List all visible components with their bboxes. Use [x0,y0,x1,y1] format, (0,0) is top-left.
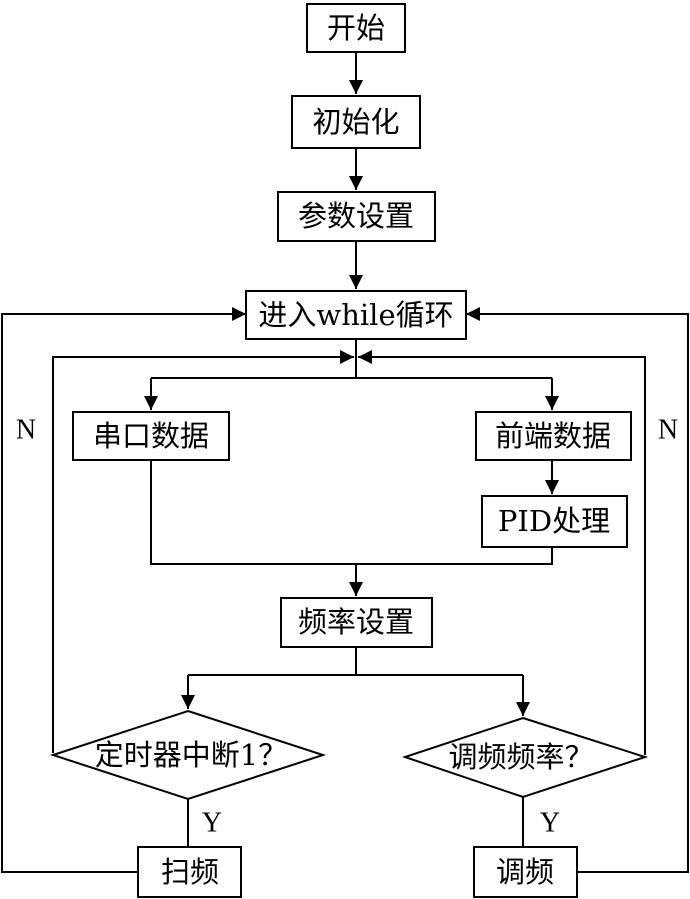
edge-sweep-back [1,307,246,873]
serial-data-label: 串口数据 [93,419,209,453]
while-label: 进入while循环 [258,298,453,332]
sweep-label: 扫频 [161,855,219,889]
right-no-label: N [658,415,678,446]
frontend-data-node: 前端数据 [475,411,632,461]
sweep-node: 扫频 [137,846,242,898]
freq-set-label: 频率设置 [298,605,414,639]
timer-decision-label: 定时器中断1？ [95,738,287,772]
tune-label: 调频 [496,855,554,889]
timer-yes-label: Y [202,808,222,839]
tune-decision-node: 调频频率？ [401,716,649,799]
edge-timer-no-loop [52,350,354,753]
pid-label: PID处理 [498,504,610,538]
edge-serial-merge [150,460,553,565]
frontend-data-label: 前端数据 [495,419,611,453]
edge-tune-back [466,307,689,873]
timer-decision-node: 定时器中断1？ [49,709,327,801]
left-no-label: N [16,415,36,446]
edge-tune-no-loop [358,350,646,755]
params-node: 参数设置 [277,191,436,242]
tune-yes-label: Y [540,808,560,839]
init-node: 初始化 [291,95,421,149]
connectors [1,52,689,873]
while-node: 进入while循环 [245,290,467,340]
tune-node: 调频 [473,846,578,898]
init-label: 初始化 [312,105,399,139]
start-node: 开始 [306,3,406,53]
start-label: 开始 [327,11,385,45]
params-label: 参数设置 [298,199,414,233]
serial-data-node: 串口数据 [72,411,230,461]
freq-set-node: 频率设置 [280,597,433,648]
tune-decision-label: 调频频率？ [448,740,593,774]
pid-node: PID处理 [481,495,628,548]
